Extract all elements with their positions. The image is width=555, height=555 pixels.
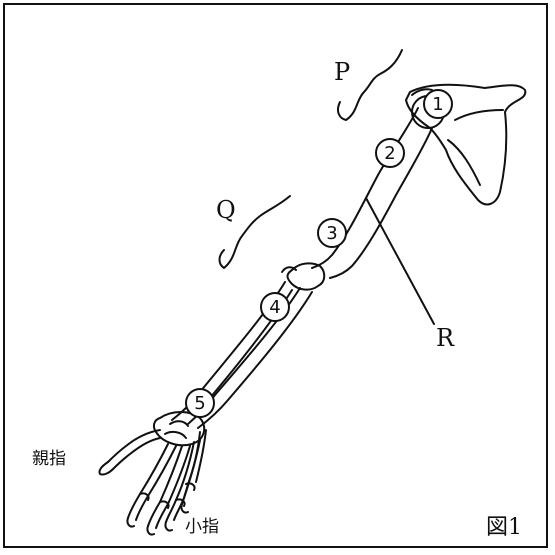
scapula-detail: [448, 140, 480, 185]
svg-text:3: 3: [326, 223, 337, 244]
svg-text:4: 4: [269, 297, 280, 318]
marker-3: 3: [318, 219, 346, 247]
svg-text:1: 1: [432, 94, 443, 115]
figure-caption: 図1: [486, 515, 522, 540]
label-thumb: 親指: [32, 449, 66, 469]
marker-5: 5: [186, 389, 214, 417]
svg-text:2: 2: [384, 143, 395, 164]
humerus: [312, 108, 432, 278]
marker-4: 4: [261, 293, 289, 321]
marker-1: 1: [424, 90, 452, 118]
label-little-finger: 小指: [185, 517, 219, 537]
svg-text:5: 5: [194, 393, 205, 414]
label-p: P: [334, 58, 350, 86]
leader-line-r: [366, 198, 434, 324]
label-r: R: [436, 324, 455, 352]
scapula-spine: [455, 110, 503, 120]
label-q: Q: [216, 196, 236, 224]
marker-2: 2: [376, 139, 404, 167]
